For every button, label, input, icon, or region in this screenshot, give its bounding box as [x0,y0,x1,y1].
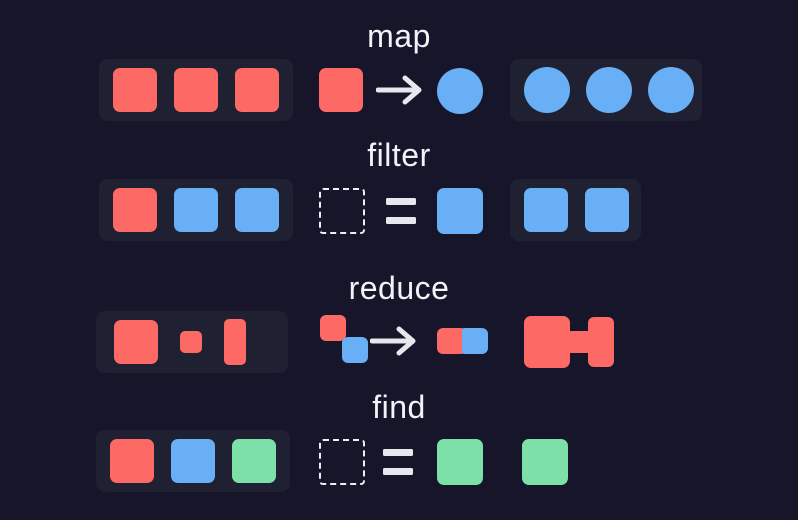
filter-input-item-3[interactable] [235,188,279,232]
equals-icon [386,198,416,224]
map-output-item-1[interactable] [524,67,570,113]
reduce-input-item-3[interactable] [224,319,246,365]
row-title-filter: filter [367,137,431,173]
dumbbell-center-block [566,331,592,353]
find-input-item-2[interactable] [171,439,215,483]
equals-icon [383,449,413,475]
row-title-map: map [367,18,431,54]
find-output-item-1[interactable] [522,439,568,485]
reduce-input-item-2[interactable] [180,331,202,353]
filter-input-items [113,188,279,232]
reduce-result-red [437,328,463,354]
map-output-items [524,67,694,113]
map-output-item-3[interactable] [648,67,694,113]
reduce-output-merged[interactable] [524,316,616,368]
filter-output-item-2[interactable] [585,188,629,232]
find-input-item-1[interactable] [110,439,154,483]
find-predicate-value [437,439,483,485]
arrow-right-icon [370,325,422,357]
reduce-operator-result-pair [437,328,489,354]
filter-input-item-2[interactable] [174,188,218,232]
row-title-reduce: reduce [348,270,450,306]
find-predicate-placeholder [319,439,365,485]
filter-output-item-1[interactable] [524,188,568,232]
find-input-item-3[interactable] [232,439,276,483]
dumbbell-left-block [524,316,570,368]
filter-input-item-1[interactable] [113,188,157,232]
map-input-item-3[interactable] [235,68,279,112]
map-operator-source [319,68,363,112]
dumbbell-right-block [588,317,614,367]
filter-output-items [524,188,629,232]
find-input-items [110,439,276,483]
map-input-items [113,68,279,112]
arrow-right-icon [376,74,428,106]
map-input-item-2[interactable] [174,68,218,112]
reduce-source-red [320,315,346,341]
filter-predicate-value [437,188,483,234]
filter-predicate-placeholder [319,188,365,234]
map-output-item-2[interactable] [586,67,632,113]
reduce-result-blue [462,328,488,354]
map-operator-result [437,68,483,114]
reduce-input-items [114,311,246,373]
reduce-source-blue [342,337,368,363]
reduce-input-item-1[interactable] [114,320,158,364]
reduce-operator-source-pair [320,315,372,367]
map-input-item-1[interactable] [113,68,157,112]
row-title-find: find [372,389,426,425]
